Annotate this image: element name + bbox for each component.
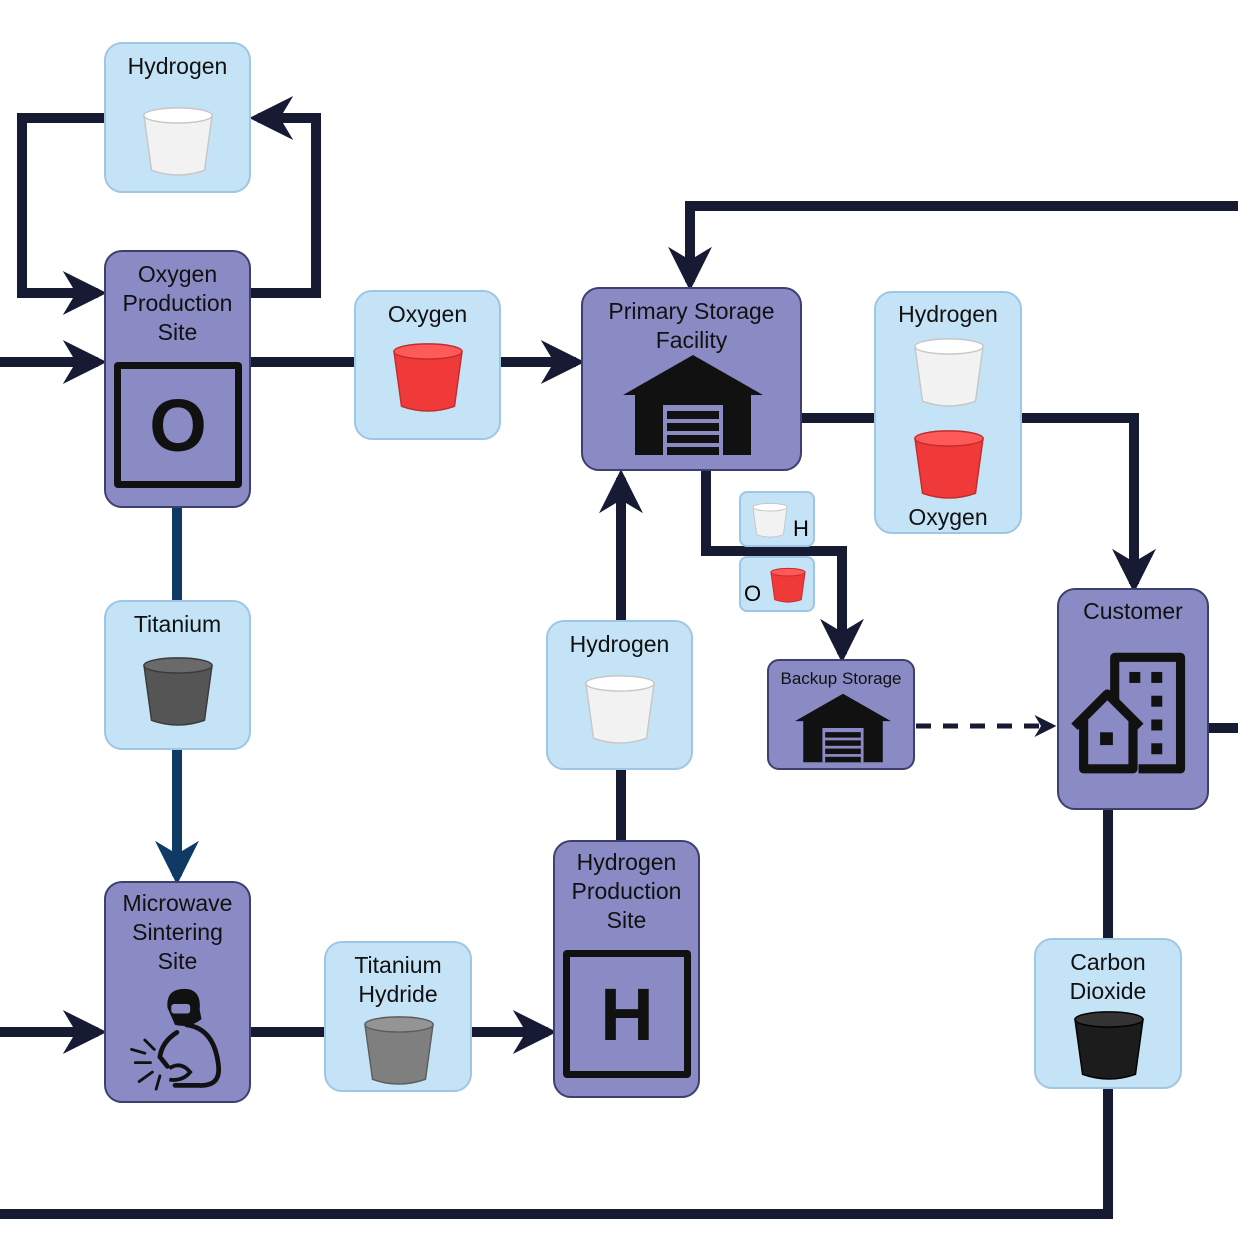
site-hydrogen-production[interactable]: Hydrogen Production Site H [553, 840, 700, 1098]
bucket-icon [143, 107, 213, 176]
welder-icon [130, 988, 221, 1091]
mini-resource-hydrogen[interactable]: H [739, 491, 815, 547]
site-backup-storage[interactable]: Backup Storage [767, 659, 915, 770]
bucket-icon [585, 675, 655, 744]
resource-carbon-dioxide[interactable]: Carbon Dioxide [1034, 938, 1182, 1089]
resource-hydrogen-mid[interactable]: Hydrogen [546, 620, 693, 770]
resource-label: Hydrogen [569, 631, 670, 657]
connector-oxygen-site-to-hydrogen [249, 95, 321, 298]
bucket-icon [143, 657, 213, 726]
bucket-icon [364, 1016, 434, 1085]
hydrogen-symbol-icon: H [563, 950, 691, 1078]
warehouse-icon [795, 693, 891, 763]
resource-label: Titanium Hydride [354, 952, 442, 1007]
mini-resource-oxygen[interactable]: O [739, 556, 815, 612]
resource-hydrogen-oxygen[interactable]: Hydrogen Oxygen [874, 291, 1022, 534]
resource-label: Oxygen [387, 301, 468, 327]
site-oxygen-production[interactable]: Oxygen Production Site O [104, 250, 251, 508]
bucket-icon [1074, 1011, 1144, 1080]
site-label: Primary Storage Facility [608, 298, 775, 353]
resource-titanium[interactable]: Titanium [104, 600, 251, 750]
connector-carbon-dioxide-return [0, 1088, 1113, 1219]
resource-label: Carbon Dioxide [1069, 949, 1147, 1004]
site-label: Customer [1083, 598, 1183, 624]
oxygen-symbol-icon: O [114, 362, 242, 488]
connector-return-to-primary-storage [667, 201, 1238, 291]
buildings-icon [1071, 652, 1186, 774]
connector-hydrogen-to-oxygen-site [17, 113, 107, 316]
site-customer[interactable]: Customer [1057, 588, 1209, 810]
bucket-icon [752, 502, 788, 538]
resource-hydrogen-top[interactable]: Hydrogen [104, 42, 251, 193]
resource-oxygen[interactable]: Oxygen [354, 290, 501, 440]
bucket-icon [914, 430, 984, 499]
mini-resource-label: O [744, 581, 762, 606]
site-microwave-sintering[interactable]: Microwave Sintering Site [104, 881, 251, 1103]
warehouse-icon [623, 355, 763, 455]
bucket-icon [393, 343, 463, 412]
site-label: Backup Storage [780, 669, 902, 688]
connector-primary-storage-to-backup [701, 470, 865, 663]
site-label: Oxygen Production Site [122, 261, 233, 345]
bucket-icon [914, 338, 984, 407]
site-label: Microwave Sintering Site [122, 890, 233, 974]
site-primary-storage[interactable]: Primary Storage Facility [581, 287, 802, 471]
resource-label: Hydrogen [127, 53, 228, 79]
mini-resource-label: H [793, 516, 809, 541]
resource-label-top: Hydrogen [898, 301, 998, 327]
site-label: Hydrogen Production Site [571, 849, 682, 933]
bucket-icon [770, 567, 806, 603]
resource-label-bottom: Oxygen [908, 504, 988, 530]
resource-label: Titanium [133, 611, 222, 637]
resource-titanium-hydride[interactable]: Titanium Hydride [324, 941, 472, 1092]
